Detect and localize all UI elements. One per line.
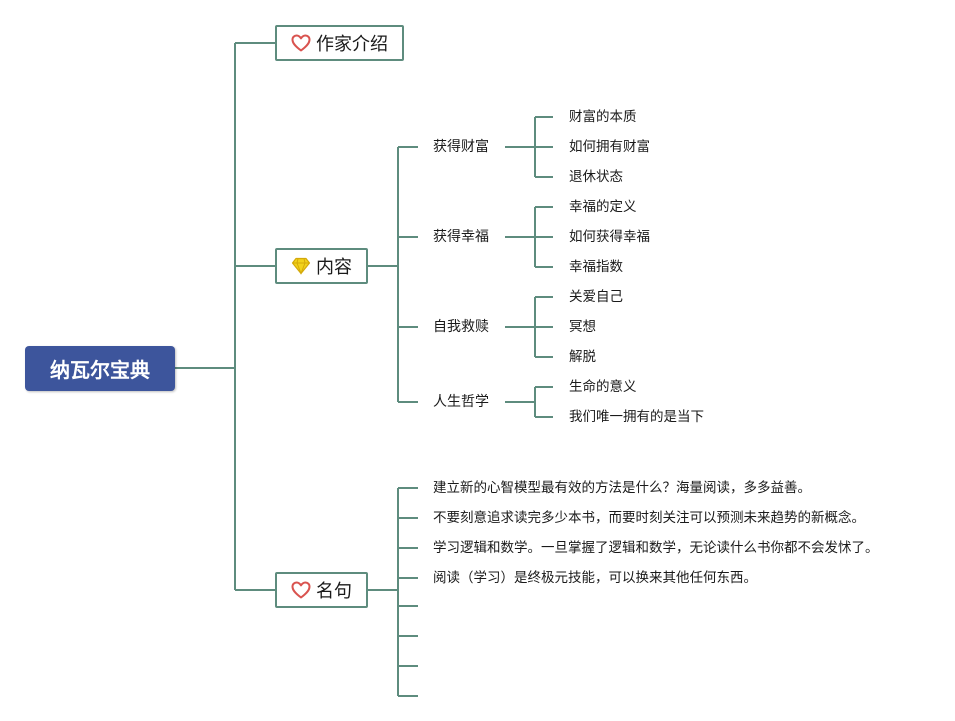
- quote-item[interactable]: 阅读（学习）是终极元技能，可以换来其他任何东西。: [433, 570, 757, 586]
- gem-icon: [291, 257, 311, 275]
- heart-icon: [291, 34, 311, 52]
- leaf-item[interactable]: 冥想: [569, 319, 596, 335]
- quote-item[interactable]: 学习逻辑和数学。一旦掌握了逻辑和数学，无论读什么书你都不会发怵了。: [433, 540, 879, 556]
- quote-item[interactable]: 不要刻意追求读完多少本书，而要时刻关注可以预测未来趋势的新概念。: [433, 510, 865, 526]
- branch-label: 作家介绍: [316, 34, 388, 55]
- leaf-item[interactable]: 如何获得幸福: [569, 229, 650, 245]
- branch-content[interactable]: 内容: [275, 248, 368, 284]
- heart-icon: [291, 581, 311, 599]
- branch-label: 内容: [316, 257, 352, 278]
- root-label: 纳瓦尔宝典: [50, 358, 150, 382]
- leaf-item[interactable]: 如何拥有财富: [569, 139, 650, 155]
- root-node[interactable]: 纳瓦尔宝典: [25, 346, 175, 391]
- topic-gain-wealth[interactable]: 获得财富: [433, 139, 489, 155]
- leaf-item[interactable]: 幸福的定义: [569, 199, 637, 215]
- leaf-item[interactable]: 关爱自己: [569, 289, 623, 305]
- leaf-item[interactable]: 幸福指数: [569, 259, 623, 275]
- leaf-item[interactable]: 生命的意义: [569, 379, 637, 395]
- topic-self-redemption[interactable]: 自我救赎: [433, 319, 489, 335]
- topic-life-philosophy[interactable]: 人生哲学: [433, 394, 489, 410]
- leaf-item[interactable]: 退休状态: [569, 169, 623, 185]
- quote-item[interactable]: 建立新的心智模型最有效的方法是什么？海量阅读，多多益善。: [433, 480, 811, 496]
- branch-label: 名句: [316, 581, 352, 602]
- leaf-item[interactable]: 我们唯一拥有的是当下: [569, 409, 704, 425]
- leaf-item[interactable]: 解脱: [569, 349, 596, 365]
- leaf-item[interactable]: 财富的本质: [569, 109, 637, 125]
- branch-author-intro[interactable]: 作家介绍: [275, 25, 404, 61]
- topic-gain-happiness[interactable]: 获得幸福: [433, 229, 489, 245]
- branch-quotes[interactable]: 名句: [275, 572, 368, 608]
